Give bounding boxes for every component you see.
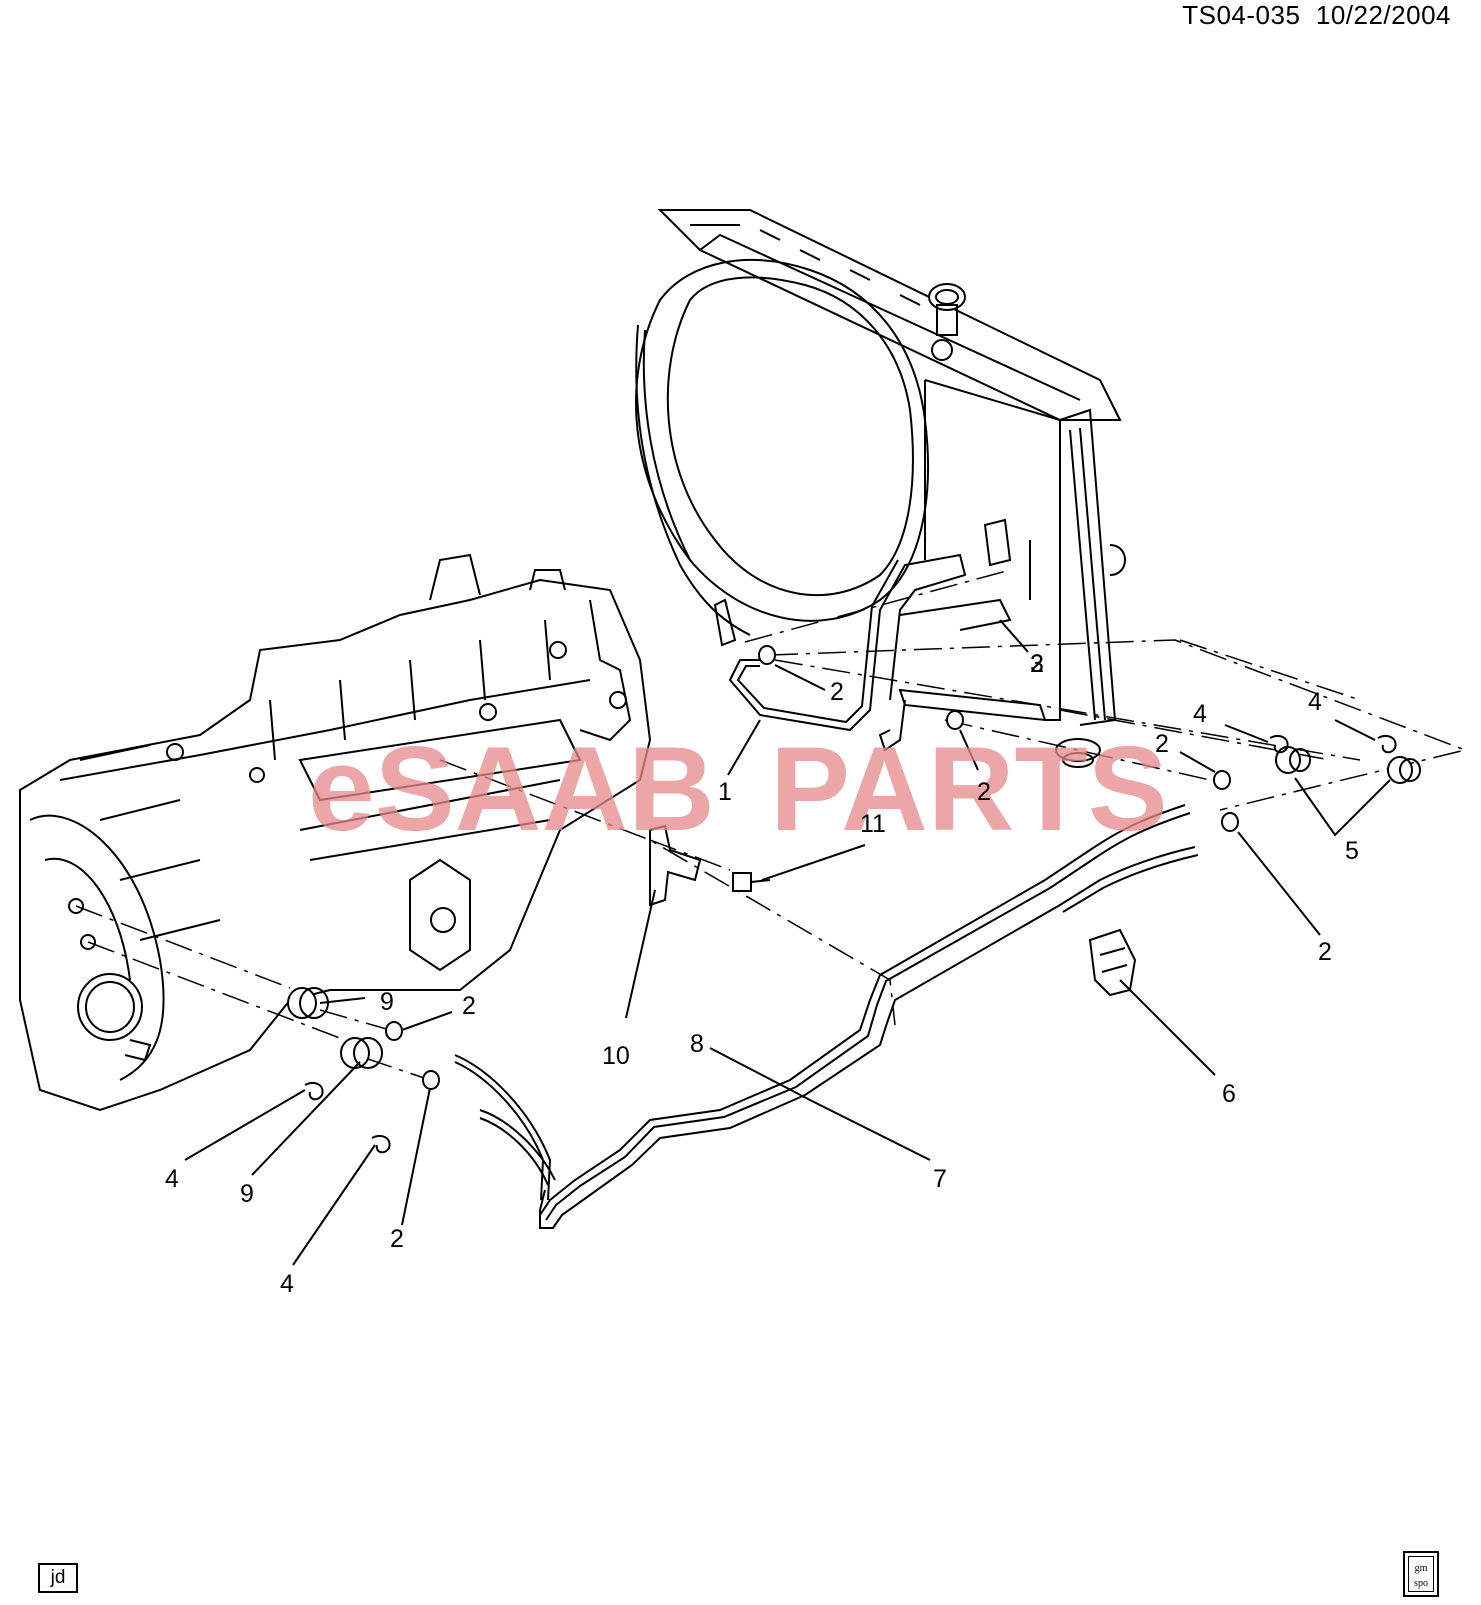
callout-2: 2 — [1318, 938, 1332, 966]
assembly-lines-lower — [75, 759, 896, 1081]
callout-1: 1 — [718, 778, 732, 806]
callout-9: 9 — [240, 1180, 254, 1208]
callout-9: 9 — [380, 988, 394, 1016]
cooler-inlet-pipe — [728, 553, 1012, 752]
jd-badge: jd — [38, 1563, 78, 1593]
callout-2: 2 — [1155, 730, 1169, 758]
callout-10: 10 — [602, 1042, 630, 1070]
watermark-brand-prefix: eSAAB — [308, 722, 715, 856]
gm-spo-logo-bottom: spo — [1414, 1578, 1428, 1589]
gm-spo-logo-top: gm — [1414, 1563, 1428, 1574]
callout-2: 2 — [390, 1225, 404, 1253]
cooler-lines — [454, 804, 1199, 1229]
callout-2: 2 — [1030, 650, 1044, 678]
connector-fittings — [287, 645, 1421, 1154]
watermark-brand-suffix: PARTS — [770, 722, 1168, 856]
document-date: 10/22/2004 — [1315, 0, 1451, 30]
callout-3: 3 — [1030, 650, 1044, 678]
callout-2: 2 — [462, 992, 476, 1020]
transmission-assembly — [19, 553, 652, 1112]
callout-2: 2 — [977, 778, 991, 806]
callout-6: 6 — [1222, 1080, 1236, 1108]
radiator-assembly — [635, 209, 1126, 768]
callout-8: 8 — [690, 1030, 704, 1058]
gm-spo-logo: gm spo — [1403, 1551, 1439, 1597]
document-number: TS04-035 — [1182, 0, 1301, 30]
callout-4: 4 — [1193, 700, 1207, 728]
callout-4: 4 — [280, 1270, 294, 1298]
callout-11: 11 — [860, 810, 886, 838]
watermark: eSAAB PARTS — [308, 722, 1168, 856]
callouts: 1 2 2 2 2 2 2 2 3 4 4 4 4 5 6 7 8 9 9 10… — [165, 650, 1359, 1298]
callout-5: 5 — [1345, 837, 1359, 865]
callout-4: 4 — [1308, 688, 1322, 716]
leader-lines — [184, 619, 1391, 1266]
callout-7: 7 — [933, 1165, 947, 1193]
callout-4: 4 — [165, 1165, 179, 1193]
callout-2: 2 — [830, 678, 844, 706]
document-id: TS04-035 10/22/2004 — [1182, 0, 1451, 31]
